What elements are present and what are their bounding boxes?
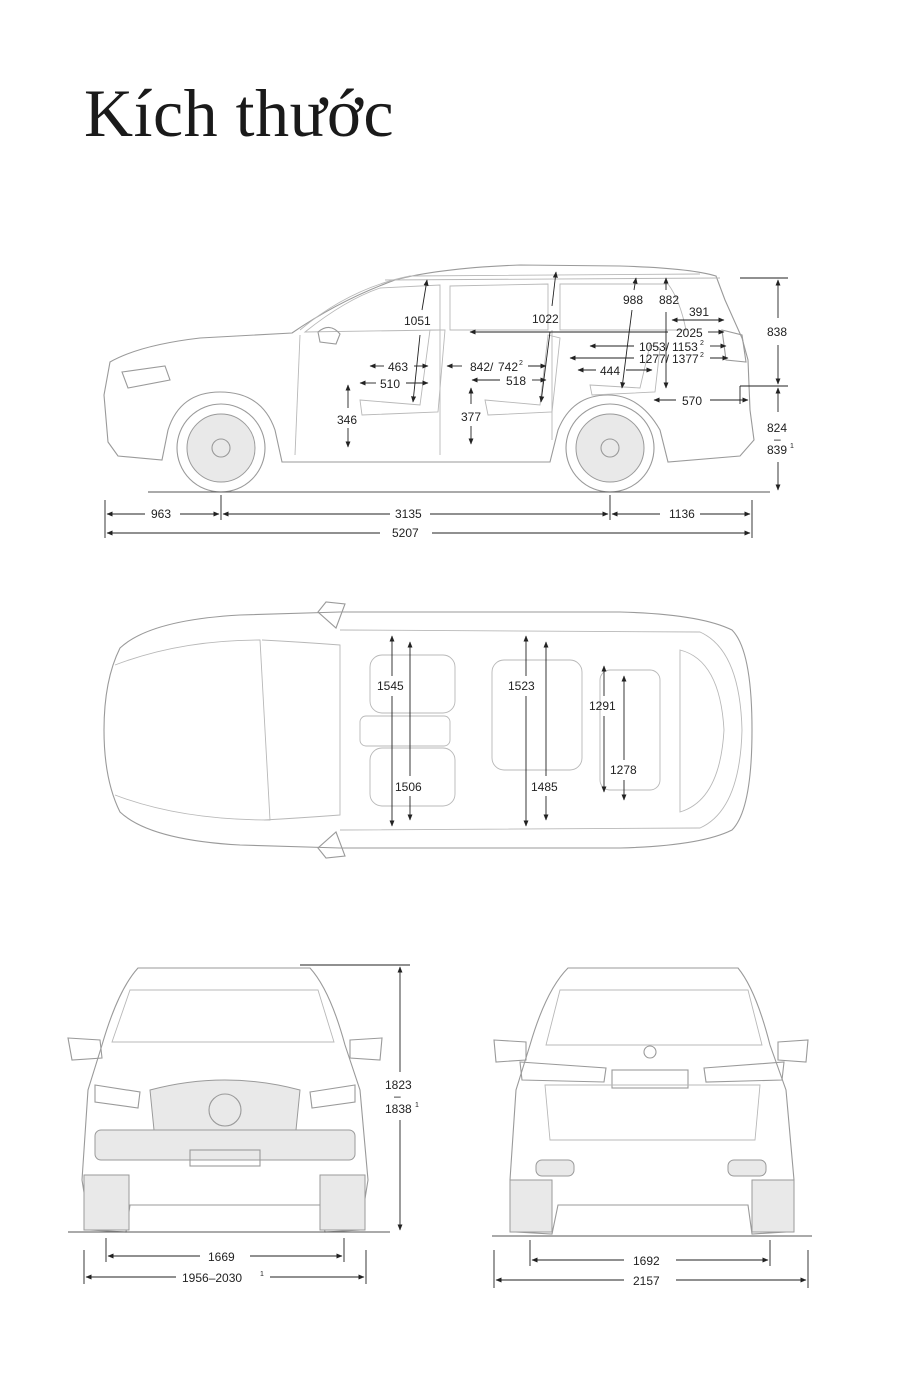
- label-front-overhang: 963: [151, 507, 171, 521]
- top-view-dimensions: [389, 635, 627, 827]
- label-seat-height-346: 346: [337, 413, 357, 427]
- label-track-front: 1669: [208, 1250, 235, 1264]
- label-seat-444: 444: [600, 364, 620, 378]
- label-elbow-front: 1506: [395, 780, 422, 794]
- label-shoulder-front: 1545: [377, 679, 404, 693]
- label-sill-824: 824: [767, 421, 787, 435]
- label-cargo-1277: 1277/: [639, 352, 670, 366]
- label-cargo-1153: 1153: [672, 340, 698, 354]
- label-height-dash: –: [394, 1089, 401, 1103]
- label-shoulder-middle: 1523: [508, 679, 535, 693]
- label-cargo-391: 391: [689, 305, 709, 319]
- label-seat-842: 842/: [470, 360, 494, 374]
- sup-cargo-1377: 2: [700, 352, 704, 359]
- top-view-car: [103, 601, 753, 859]
- label-seat-510: 510: [380, 377, 400, 391]
- label-cargo-1053: 1053/: [639, 340, 670, 354]
- label-track-rear: 1692: [633, 1254, 660, 1268]
- label-sill-839: 839: [767, 443, 787, 457]
- label-elbow-third: 1278: [610, 763, 637, 777]
- side-view-car: [103, 264, 755, 493]
- label-overall-length: 5207: [392, 526, 419, 540]
- label-shoulder-third: 1291: [589, 699, 616, 713]
- dimension-labels: 963 3135 1136 5207 1051 1022 988 882 391…: [151, 293, 794, 1288]
- sup-sill-839: 1: [790, 443, 794, 450]
- front-view-dimensions: [68, 964, 410, 1284]
- label-seat-518: 518: [506, 374, 526, 388]
- label-elbow-middle: 1485: [531, 780, 558, 794]
- front-view-car: [67, 967, 383, 1233]
- label-seat-742: 742: [498, 360, 518, 374]
- label-cargo-2025: 2025: [676, 326, 703, 340]
- label-rear-overhang: 1136: [669, 507, 695, 521]
- sup-seat-742: 2: [519, 360, 523, 367]
- label-sill-dash: –: [774, 432, 781, 446]
- label-cargo-570: 570: [682, 394, 702, 408]
- label-height-1823: 1823: [385, 1078, 412, 1092]
- label-headroom-third: 988: [623, 293, 643, 307]
- side-view-dimensions: [104, 271, 788, 538]
- sup-height-1838: 1: [415, 1102, 419, 1109]
- label-width-mirrors: 1956–2030: [182, 1271, 242, 1285]
- label-seat-height-377: 377: [461, 410, 481, 424]
- sup-width-mirrors: 1: [260, 1271, 264, 1278]
- label-wheelbase: 3135: [395, 507, 422, 521]
- label-width-rear: 2157: [633, 1274, 660, 1288]
- label-headroom-middle: 1022: [532, 312, 559, 326]
- page-title: Kích thước: [84, 75, 395, 151]
- rear-view-dimensions: [492, 1235, 812, 1288]
- label-rear-height-838: 838: [767, 325, 787, 339]
- label-headroom-third-b: 882: [659, 293, 679, 307]
- label-seat-463: 463: [388, 360, 408, 374]
- label-headroom-front: 1051: [404, 314, 431, 328]
- sup-cargo-1153: 2: [700, 340, 704, 347]
- label-cargo-1377: 1377: [672, 352, 699, 366]
- rear-view-car: [493, 967, 809, 1235]
- label-height-1838: 1838: [385, 1102, 412, 1116]
